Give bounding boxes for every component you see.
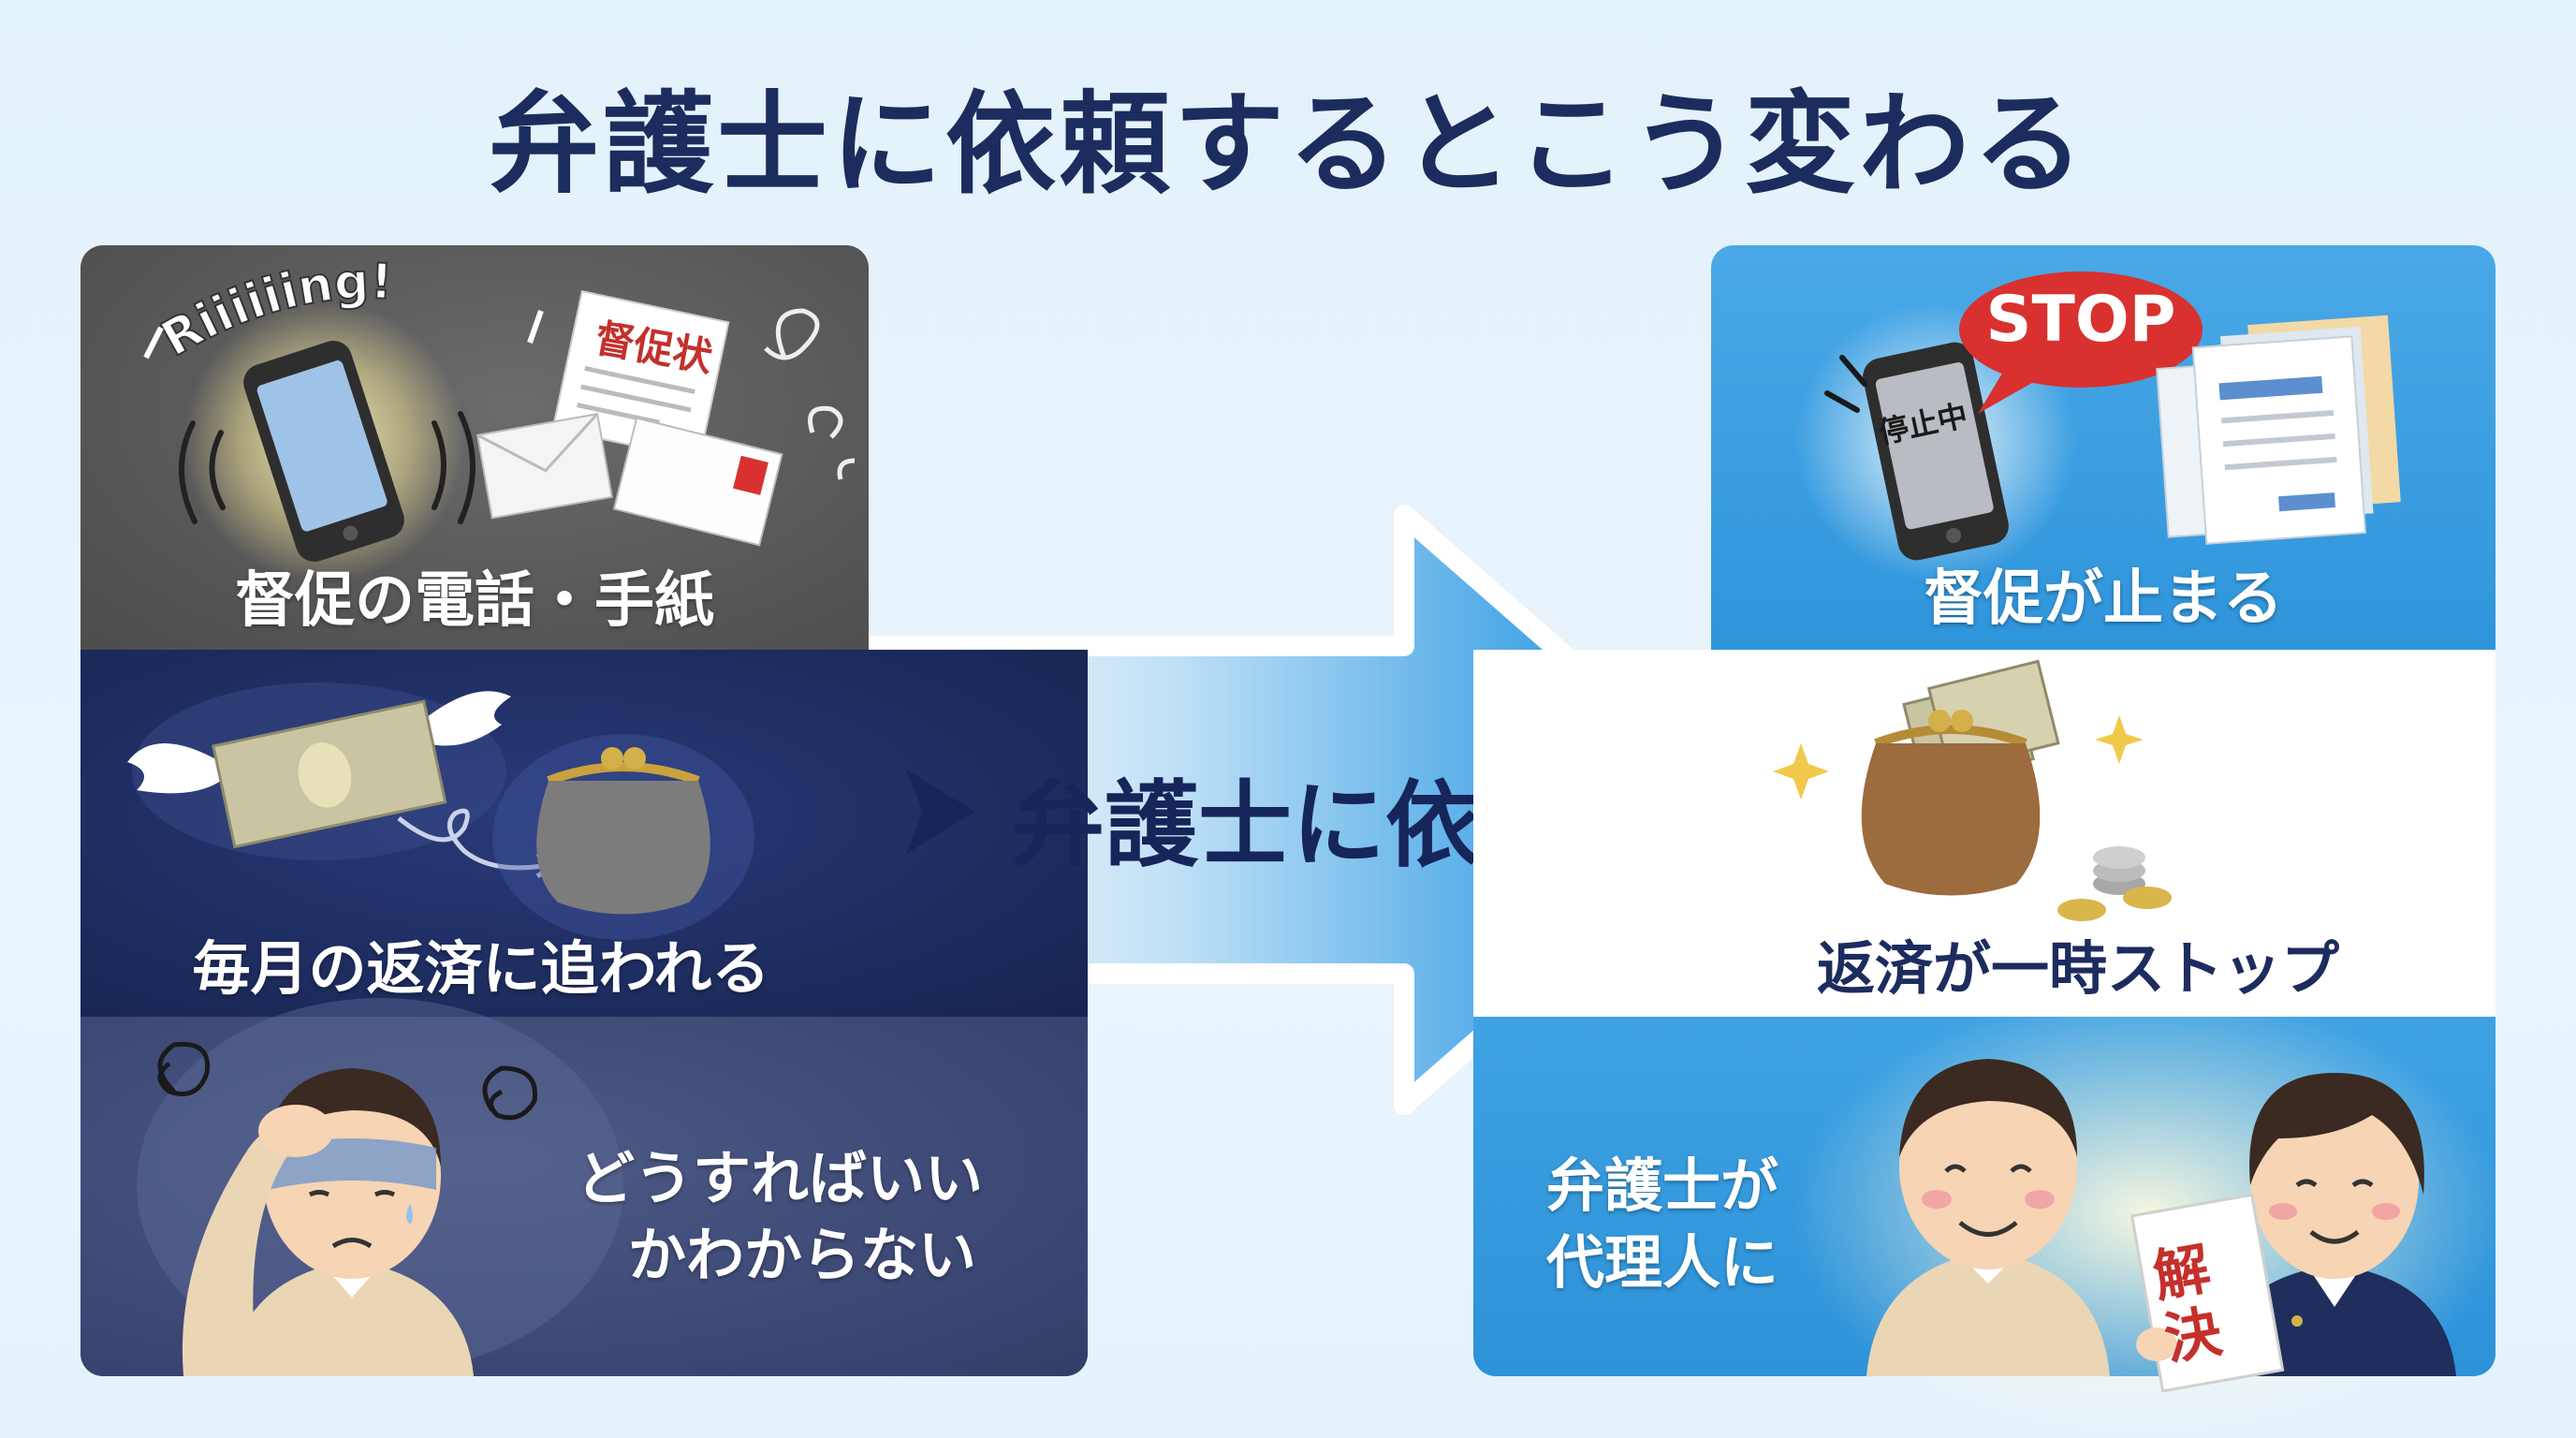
worried-person-illustration [137,998,623,1376]
stop-bubble-text: STOP [1985,283,2176,357]
before-confused-label-line1: どうすればいい [577,1144,984,1212]
after-repayment-pause-label: 返済が一時ストップ [1816,934,2339,1003]
before-panel-reminders: Riiiiiing! 督促状 督促の電話・手紙 [80,245,869,650]
demand-letters-icon [476,289,783,547]
svg-text:Riiiiiing!: Riiiiiing! [153,254,394,368]
empty-purse-icon [492,734,754,940]
after-lawyer-label-line2: 代理人に [1546,1228,1779,1297]
after-panel-reminders-stop: 停止中 STOP 督促が止まる [1711,245,2496,650]
ring-sound-text: Riiiiiing! [152,253,395,369]
before-repayment-label: 毎月の返済に追われる [192,934,770,1003]
after-panel-repayment-pause: 返済が一時ストップ [1473,650,2496,1017]
flying-money-icon [127,682,511,860]
chevron-right-icon [906,770,975,854]
client-and-lawyer-illustration [1792,989,2503,1438]
before-panel-repayment: 毎月の返済に追われる [80,650,1088,1017]
before-confused-label-line2: かわからない [628,1221,977,1289]
documents-icon [2156,315,2401,545]
purse-with-money-icon [1773,659,2172,921]
stop-speech-bubble [1959,271,2203,414]
before-panel-confused: どうすればいい かわからない [80,998,1088,1376]
page-title: 弁護士に依頼するとこう変わる [488,80,2087,209]
worry-swirl-icon [764,308,856,480]
after-panel-lawyer-agent: 弁護士が 代理人に [1473,989,2503,1438]
after-lawyer-label-line1: 弁護士が [1546,1152,1779,1220]
ring-sound-effect: Riiiiiing! [143,253,544,369]
ringing-phone-icon [179,301,476,582]
after-reminders-stop-label: 督促が止まる [1924,565,2283,634]
before-reminders-label: 督促の電話・手紙 [235,566,714,636]
